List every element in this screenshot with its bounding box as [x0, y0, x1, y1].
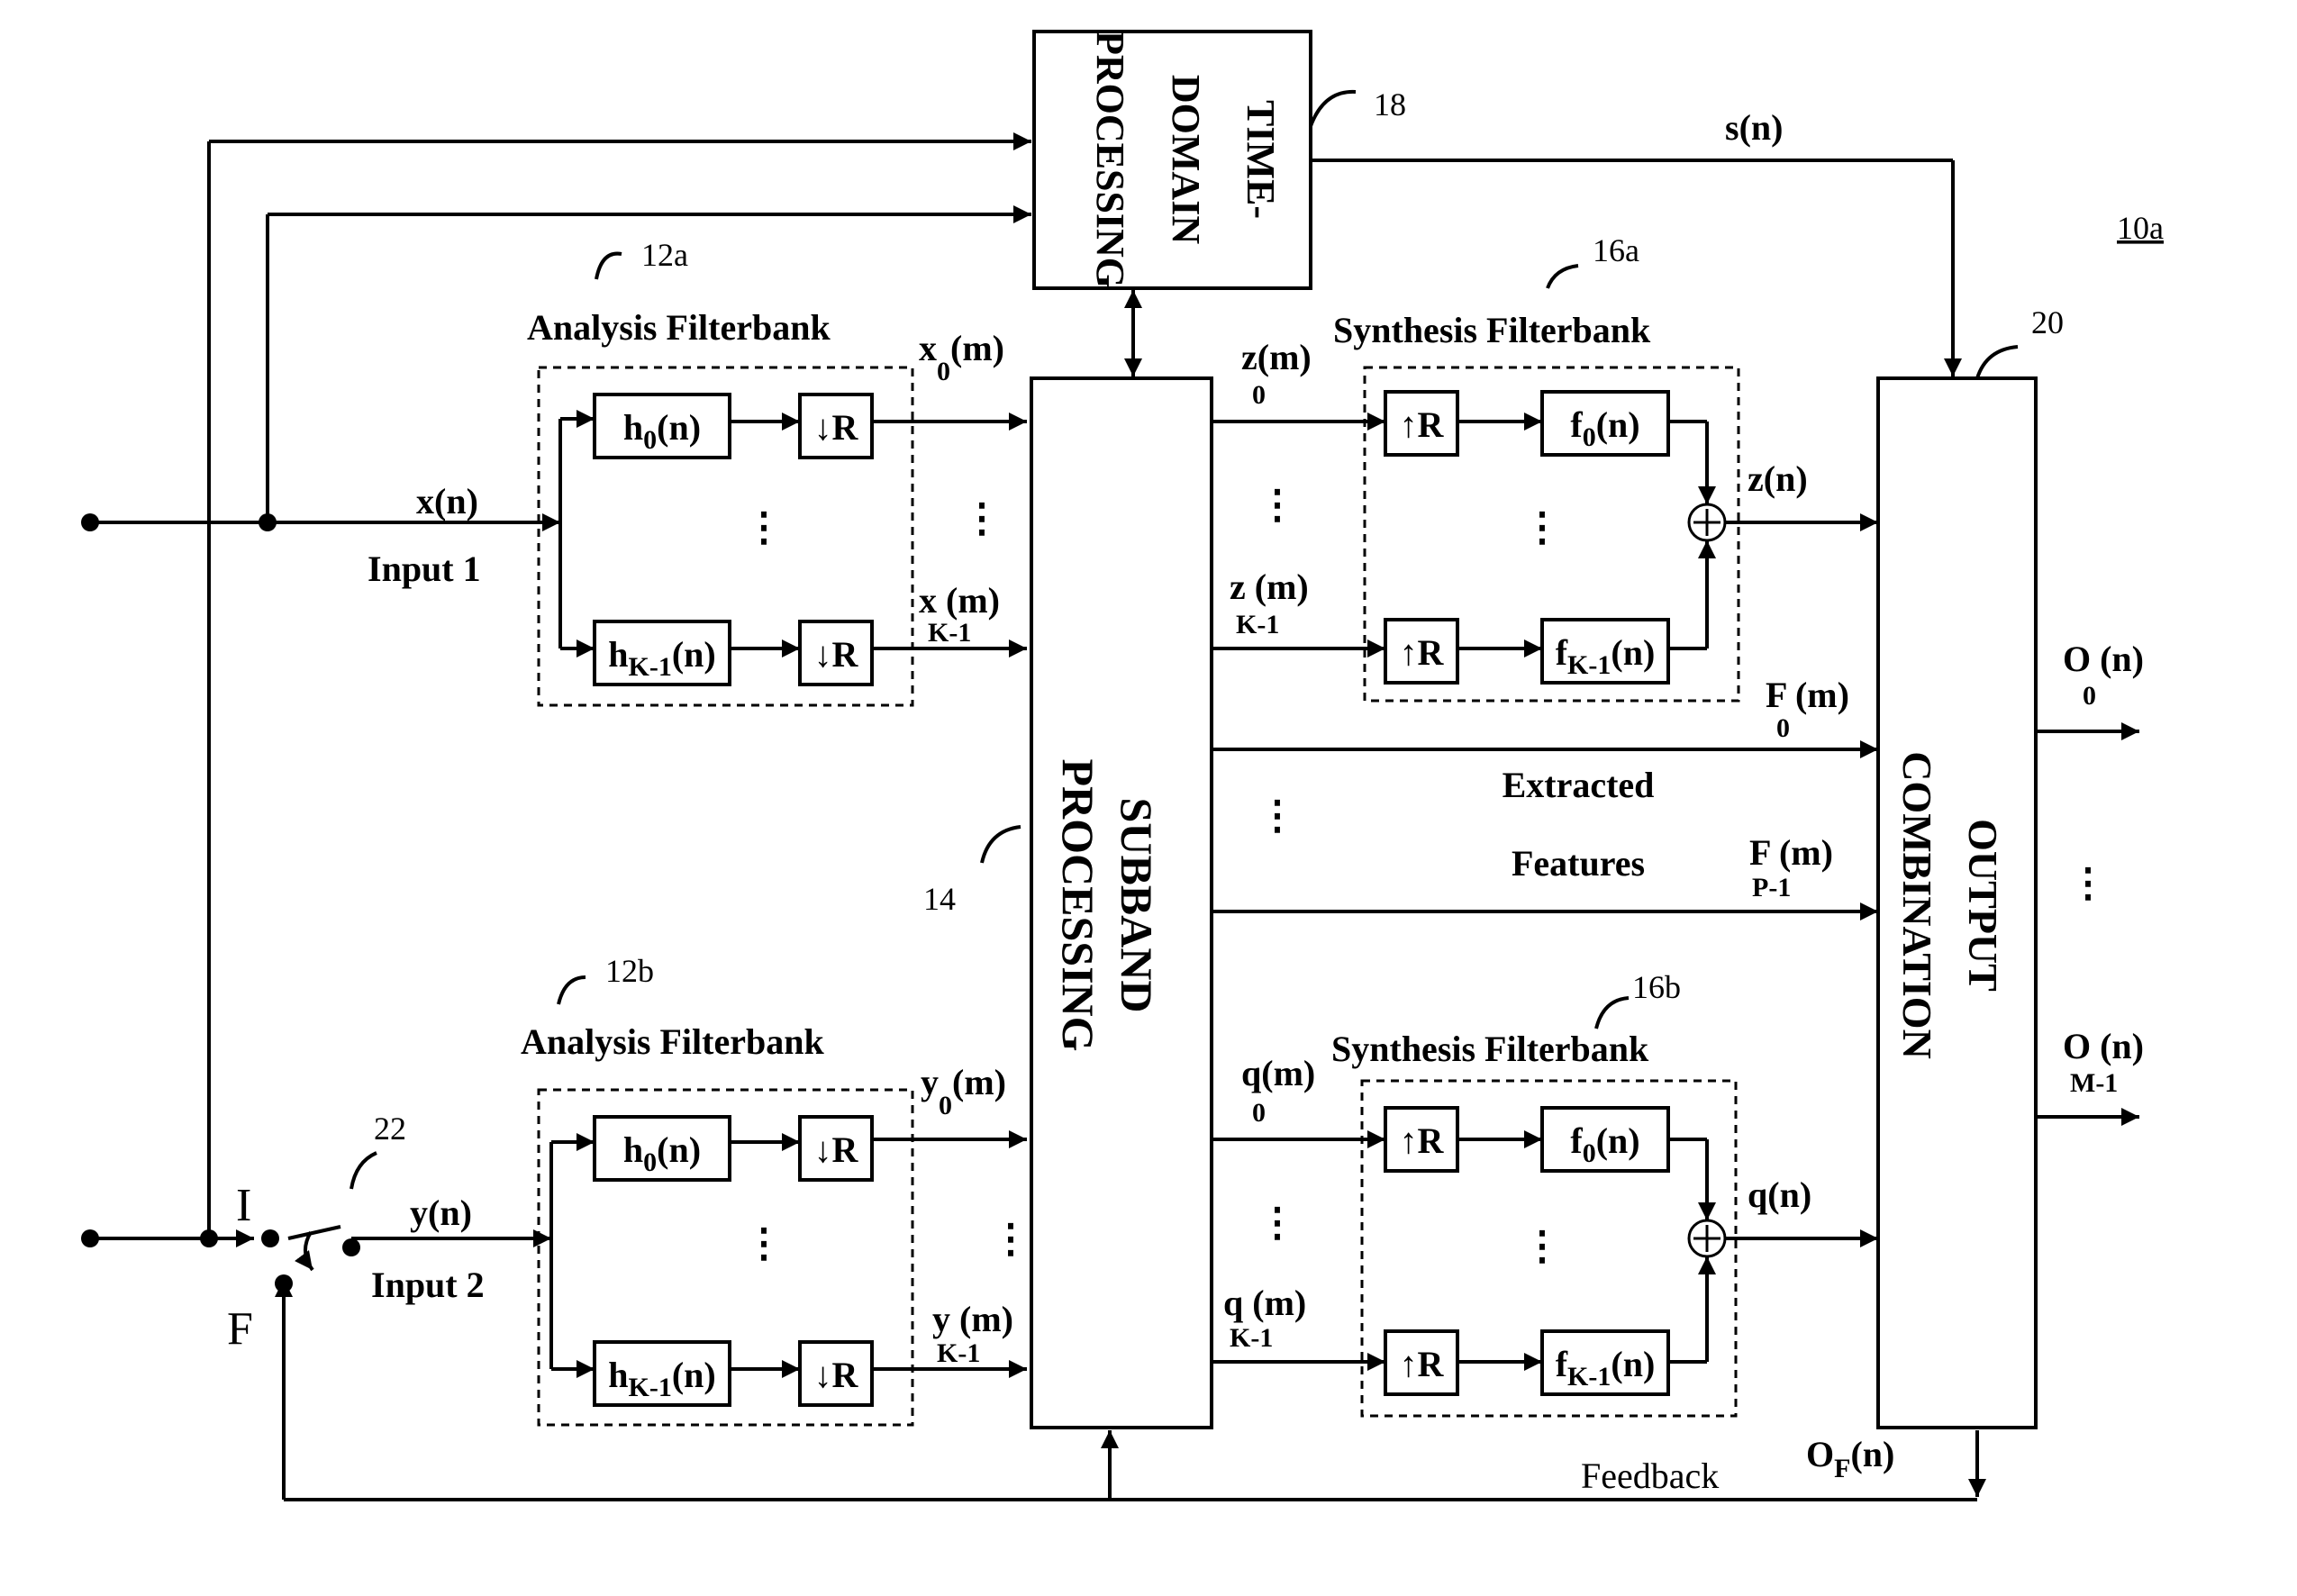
subband-processing-block: SUBBAND PROCESSING	[1031, 378, 1212, 1428]
subband-title-1: SUBBAND	[1112, 798, 1162, 1013]
synthesis-b-ref: 16b	[1632, 969, 1681, 1005]
analysis-b-ellipsis: ⋮	[744, 1221, 784, 1265]
features-line2: Features	[1512, 843, 1645, 884]
time-domain-title-3: PROCESSING	[1088, 31, 1132, 288]
synthesis-b-title: Synthesis Filterbank	[1331, 1029, 1649, 1069]
om1-sub: M-1	[2070, 1068, 2118, 1098]
x0-label: x0(m)	[919, 328, 1004, 386]
analysis-a-title: Analysis Filterbank	[527, 307, 831, 348]
z-output-label: z(n)	[1748, 458, 1808, 499]
s-signal-label: s(n)	[1725, 107, 1783, 148]
output-combination-title-2: COMBINATION	[1894, 751, 1940, 1059]
z0-sub: 0	[1252, 380, 1266, 410]
om1-label: O (n)	[2063, 1026, 2144, 1066]
subband-ref: 14	[923, 881, 956, 917]
figure-ref: 10a	[2117, 210, 2164, 246]
fp1-sub: P-1	[1752, 873, 1791, 902]
q-output-label: q(n)	[1748, 1174, 1811, 1215]
analysis-a-decim-bot: ↓R	[814, 634, 859, 675]
x-ellipsis: ⋮	[962, 496, 1002, 540]
switch-pos-f: F	[227, 1303, 253, 1355]
yk1-sub: K-1	[937, 1338, 980, 1368]
feedback-label: Feedback	[1581, 1455, 1719, 1496]
output-combination-block: OUTPUT COMBINATION	[1878, 378, 2036, 1428]
switch-pos-i: I	[236, 1180, 251, 1231]
synthesis-a-interp-bot: ↑R	[1400, 632, 1445, 673]
qk1-sub: K-1	[1230, 1323, 1273, 1353]
synthesis-b-ellipsis: ⋮	[1522, 1224, 1562, 1268]
y0-label: y0(m)	[921, 1062, 1006, 1120]
qk1-label: q (m)	[1223, 1283, 1306, 1323]
time-domain-ref: 18	[1374, 86, 1406, 122]
q-ellipsis: ⋮	[1257, 1201, 1297, 1245]
input1-label: Input 1	[368, 549, 481, 589]
analysis-a-decim-top: ↓R	[814, 407, 859, 448]
synthesis-b-interp-bot: ↑R	[1400, 1344, 1445, 1384]
junction-dots	[81, 513, 360, 1292]
xk1-label: x (m)	[919, 580, 1000, 621]
o0-sub: 0	[2083, 681, 2096, 711]
xk1-sub: K-1	[928, 618, 971, 648]
analysis-a-ref: 12a	[641, 237, 688, 273]
subband-title-2: PROCESSING	[1053, 758, 1103, 1051]
output-combination-ref: 20	[2031, 304, 2064, 340]
analysis-b-decim-bot: ↓R	[814, 1355, 859, 1395]
synthesis-a-ellipsis: ⋮	[1522, 505, 1562, 549]
o0-label: O (n)	[2063, 639, 2144, 679]
analysis-b-title: Analysis Filterbank	[521, 1021, 824, 1062]
z-ellipsis: ⋮	[1257, 483, 1297, 527]
synthesis-a-ref: 16a	[1593, 232, 1639, 268]
synthesis-b-interp-top: ↑R	[1400, 1120, 1445, 1161]
zk1-sub: K-1	[1236, 610, 1279, 639]
q0-label: q(m)	[1241, 1053, 1315, 1093]
analysis-b-decim-top: ↓R	[814, 1129, 859, 1170]
features-ellipsis: ⋮	[1257, 793, 1297, 838]
analysis-a-ellipsis: ⋮	[744, 505, 784, 549]
of-label: OF(n)	[1806, 1434, 1894, 1483]
features-line1: Extracted	[1503, 765, 1655, 805]
input2-signal: y(n)	[410, 1192, 472, 1233]
q0-sub: 0	[1252, 1098, 1266, 1128]
y-ellipsis: ⋮	[991, 1217, 1030, 1261]
time-domain-block: TIME- DOMAIN PROCESSING	[1034, 31, 1311, 288]
time-domain-title-2: DOMAIN	[1164, 75, 1208, 244]
synthesis-a-interp-top: ↑R	[1400, 404, 1445, 445]
analysis-b-ref: 12b	[605, 953, 654, 989]
outputs-ellipsis: ⋮	[2068, 861, 2108, 905]
output-combination-title-1: OUTPUT	[1960, 819, 2006, 992]
fp1-label: F (m)	[1749, 832, 1833, 873]
f0-label: F (m)	[1766, 675, 1849, 715]
switch-ref: 22	[374, 1111, 406, 1147]
f0-sub: 0	[1776, 713, 1790, 743]
yk1-label: y (m)	[932, 1299, 1013, 1339]
z0-label: z(m)	[1241, 337, 1312, 377]
input1-signal: x(n)	[416, 481, 478, 521]
synthesis-a-title: Synthesis Filterbank	[1333, 310, 1651, 350]
zk1-label: z (m)	[1230, 567, 1309, 607]
time-domain-title-1: TIME-	[1239, 100, 1283, 219]
input2-label: Input 2	[371, 1265, 485, 1305]
